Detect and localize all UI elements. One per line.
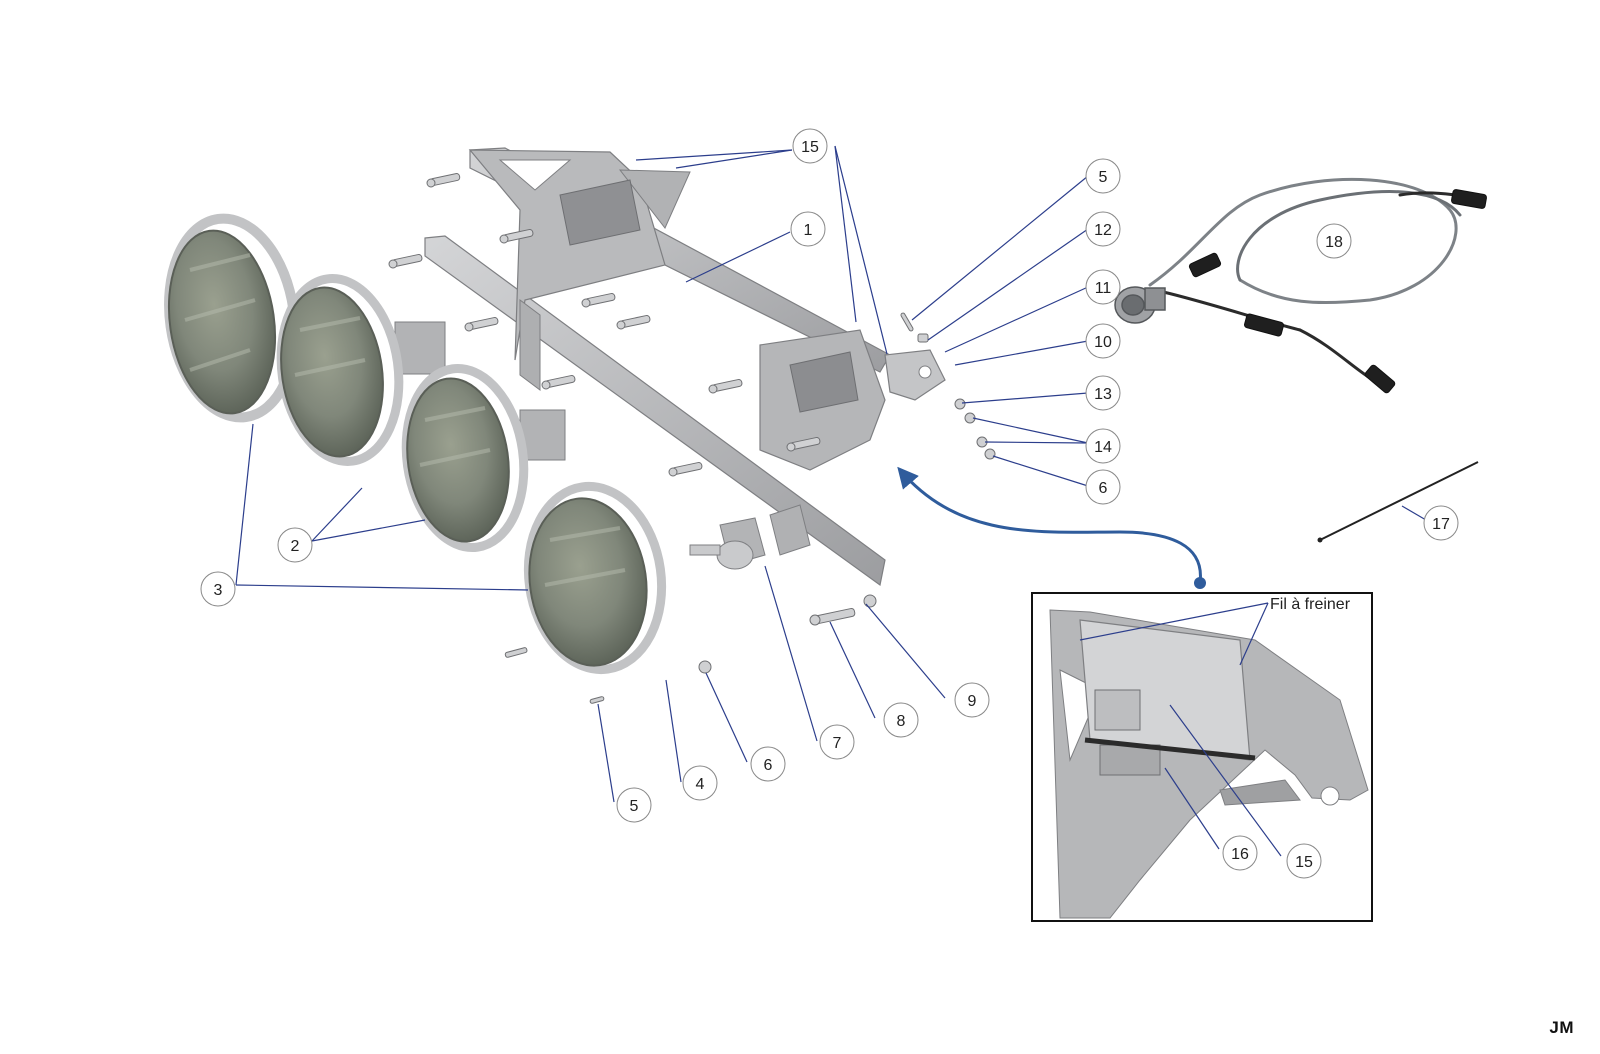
callout-14: 14 bbox=[1085, 428, 1121, 464]
svg-text:1: 1 bbox=[804, 222, 813, 239]
callouts: 15 1 5 12 11 10 13 14 6 18 17 2 3 9 8 7 … bbox=[200, 128, 1459, 879]
stud-bolt bbox=[426, 173, 461, 188]
callout-7: 7 bbox=[819, 724, 855, 760]
svg-text:11: 11 bbox=[1095, 280, 1112, 297]
igniter-unit bbox=[689, 517, 766, 570]
stud-bolt bbox=[616, 315, 651, 330]
svg-text:6: 6 bbox=[764, 757, 773, 774]
pin-item-5-right bbox=[900, 312, 914, 332]
lock-wire bbox=[1317, 461, 1479, 543]
nut-item-6-bottom bbox=[698, 660, 712, 674]
callout-2: 2 bbox=[277, 527, 313, 563]
round-connector bbox=[1114, 286, 1166, 324]
svg-text:15: 15 bbox=[801, 139, 819, 156]
svg-text:13: 13 bbox=[1094, 386, 1112, 403]
callout-5-right: 5 bbox=[1085, 158, 1121, 194]
svg-text:3: 3 bbox=[214, 582, 223, 599]
callout-1: 1 bbox=[790, 211, 826, 247]
detail-arrow bbox=[897, 466, 1202, 584]
svg-text:4: 4 bbox=[696, 776, 705, 793]
svg-text:9: 9 bbox=[968, 693, 977, 710]
callout-9: 9 bbox=[954, 682, 990, 718]
bolt-item-8 bbox=[809, 607, 856, 626]
svg-text:17: 17 bbox=[1432, 516, 1450, 533]
callout-8: 8 bbox=[883, 702, 919, 738]
detail-arrow-origin-dot bbox=[1194, 577, 1206, 589]
headlamp-2 bbox=[276, 274, 446, 466]
wiring-harness bbox=[1114, 177, 1487, 394]
callout-4: 4 bbox=[682, 765, 718, 801]
svg-text:15: 15 bbox=[1295, 854, 1313, 871]
svg-text:5: 5 bbox=[1099, 169, 1108, 186]
stud-bolt bbox=[668, 462, 703, 477]
callout-3: 3 bbox=[200, 571, 236, 607]
stud-bolt bbox=[708, 379, 743, 394]
callout-15-inset: 15 bbox=[1286, 843, 1322, 879]
washer-item-9 bbox=[863, 594, 877, 608]
svg-text:5: 5 bbox=[630, 798, 639, 815]
stud-bolt bbox=[499, 229, 534, 244]
svg-text:10: 10 bbox=[1094, 334, 1112, 351]
stud-bolt bbox=[541, 375, 576, 390]
stud-bolt bbox=[388, 254, 423, 269]
ecu-module bbox=[1079, 619, 1256, 776]
svg-text:6: 6 bbox=[1099, 480, 1108, 497]
callout-5-bottom: 5 bbox=[616, 787, 652, 823]
loose-fasteners bbox=[504, 312, 996, 704]
inset-annotation: Fil à freiner bbox=[1270, 596, 1351, 613]
washer-item-13 bbox=[954, 398, 966, 410]
nut-item-6-right bbox=[984, 448, 996, 460]
callout-6-right: 6 bbox=[1085, 469, 1121, 505]
stud-bolt bbox=[464, 317, 499, 332]
callout-13: 13 bbox=[1085, 375, 1121, 411]
svg-text:2: 2 bbox=[291, 538, 300, 555]
callout-16: 16 bbox=[1222, 835, 1258, 871]
svg-text:14: 14 bbox=[1094, 439, 1112, 456]
author-initials: JM bbox=[1549, 1018, 1574, 1037]
screw-item-5-bottom bbox=[504, 647, 528, 658]
svg-text:8: 8 bbox=[897, 713, 906, 730]
rivet-item-5-bottom bbox=[589, 696, 605, 704]
headlamp-4 bbox=[523, 481, 667, 675]
plug-connector bbox=[1188, 189, 1487, 394]
stud-bolts bbox=[388, 173, 821, 477]
callout-17: 17 bbox=[1423, 505, 1459, 541]
headlamp-3 bbox=[401, 364, 566, 552]
callout-15-top: 15 bbox=[792, 128, 828, 164]
nut-item-12 bbox=[917, 333, 929, 343]
svg-text:16: 16 bbox=[1231, 846, 1249, 863]
callout-10: 10 bbox=[1085, 323, 1121, 359]
svg-text:7: 7 bbox=[833, 735, 842, 752]
leader-lines bbox=[235, 145, 1427, 857]
callout-12: 12 bbox=[1085, 211, 1121, 247]
stud-bolt bbox=[786, 437, 821, 452]
callout-18: 18 bbox=[1316, 223, 1352, 259]
stud-bolt bbox=[581, 293, 616, 308]
svg-text:18: 18 bbox=[1325, 234, 1343, 251]
callout-6-bottom: 6 bbox=[750, 746, 786, 782]
detail-inset: Fil à freiner bbox=[1031, 592, 1373, 922]
svg-text:12: 12 bbox=[1094, 222, 1112, 239]
headlamp-frame bbox=[424, 147, 946, 587]
callout-11: 11 bbox=[1085, 269, 1121, 305]
